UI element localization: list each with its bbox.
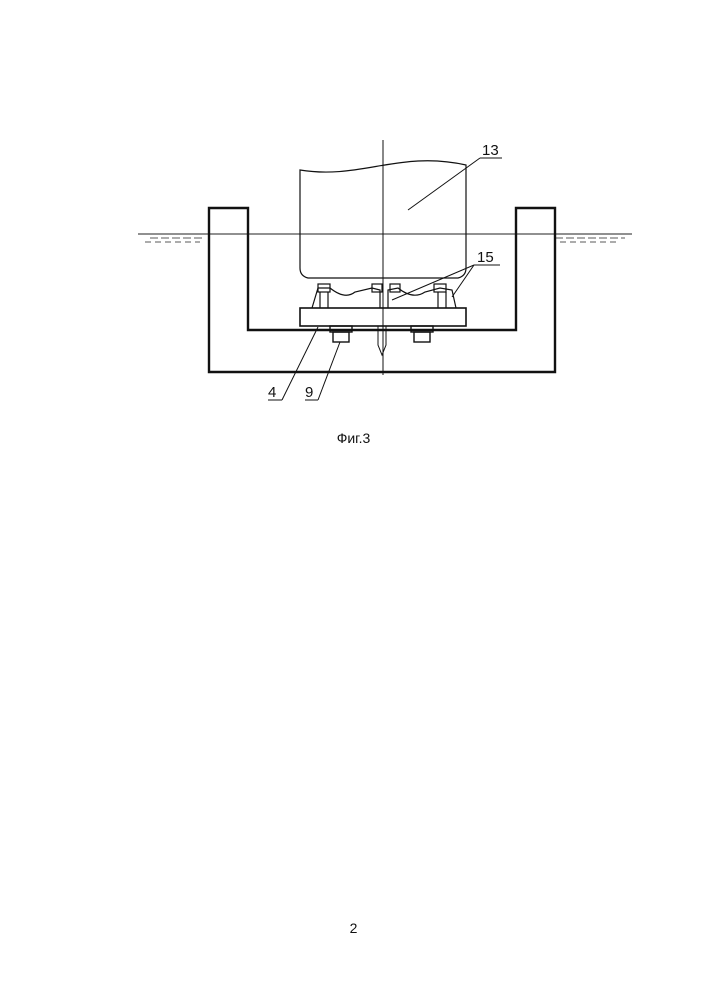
label-15: 15 <box>477 249 494 266</box>
label-4: 4 <box>268 384 276 401</box>
support-cradles <box>312 284 456 308</box>
page-number: 2 <box>0 920 707 936</box>
label-13: 13 <box>482 142 499 159</box>
leader-lines <box>268 158 502 400</box>
bottom-supports <box>330 326 433 342</box>
water-level <box>138 234 632 242</box>
label-9: 9 <box>305 384 313 401</box>
figure-caption: Фиг.3 <box>0 430 707 446</box>
